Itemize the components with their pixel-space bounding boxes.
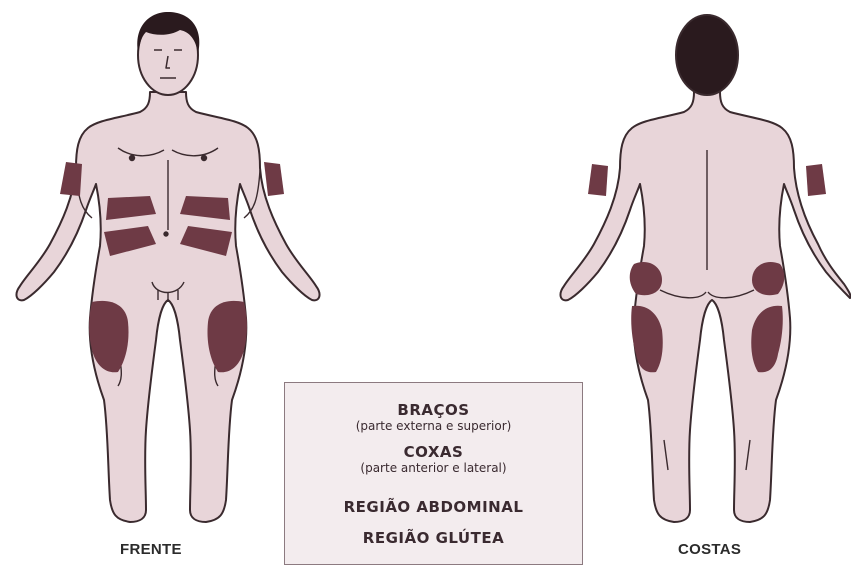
back-head <box>676 15 738 95</box>
back-body-outline <box>561 92 851 522</box>
legend-thighs-detail: (parte anterior e lateral) <box>285 461 582 475</box>
front-body-outline <box>17 92 320 522</box>
legend-thighs-heading: COXAS <box>285 443 582 461</box>
legend-arms-heading: BRAÇOS <box>285 401 582 419</box>
front-site-right-arm <box>60 162 82 196</box>
front-site-left-arm <box>264 162 284 196</box>
injection-sites-legend: BRAÇOS (parte externa e superior) COXAS … <box>284 382 583 565</box>
legend-abdominal: REGIÃO ABDOMINAL <box>285 498 582 516</box>
front-caption: FRENTE <box>120 541 182 558</box>
back-caption: COSTAS <box>678 541 741 558</box>
back-site-right-arm <box>806 164 826 196</box>
front-figure <box>17 12 320 522</box>
legend-gluteal: REGIÃO GLÚTEA <box>285 529 582 547</box>
back-figure <box>561 15 851 522</box>
back-site-left-arm <box>588 164 608 196</box>
legend-arms-detail: (parte externa e superior) <box>285 419 582 433</box>
